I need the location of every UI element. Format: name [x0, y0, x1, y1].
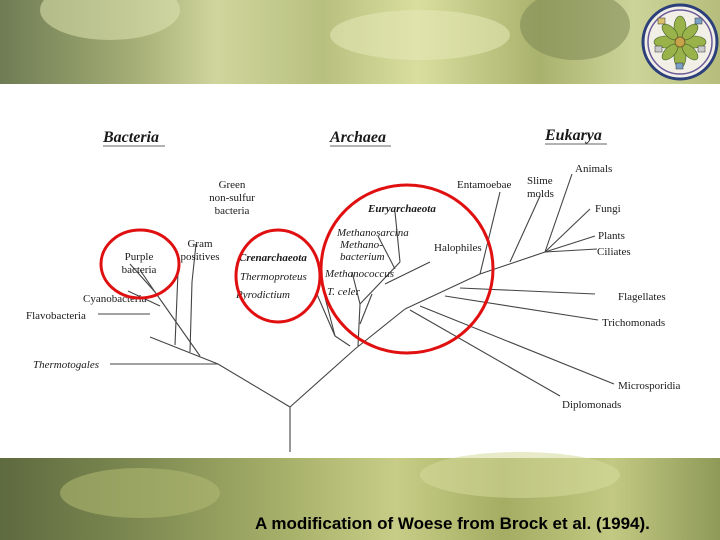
branch-slime-molds: [510, 196, 540, 262]
branch-cluster: [130, 264, 200, 356]
taxon-label-methanococcus: Methanococcus: [324, 268, 394, 280]
taxon-label-ciliates: Ciliates: [597, 246, 631, 258]
taxon-label-green-nonsulfur: bacteria: [215, 205, 250, 217]
blurred-bacterium-shape: [40, 0, 180, 40]
phylogenetic-tree-diagram: Bacteria Archaea Eukarya Green non-sulfu…: [0, 84, 720, 458]
taxon-label-plants: Plants: [598, 230, 625, 242]
taxon-label-purple-bacteria: Purple: [125, 251, 154, 263]
taxon-label-fungi: Fungi: [595, 203, 621, 215]
taxon-label-diplomonads: Diplomonads: [562, 399, 621, 411]
domain-label-eukarya: Eukarya: [544, 127, 602, 144]
taxon-label-green-nonsulfur: non-sulfur: [209, 192, 255, 204]
taxon-label-methanosarcina: Methanosarcina: [336, 227, 409, 239]
bacteria-trunk: [150, 337, 290, 407]
taxon-label-crenarchaeota: Crenarchaeota: [239, 252, 307, 264]
tree-of-life-logo-icon: [640, 2, 720, 82]
taxon-label-flavobacteria: Flavobacteria: [26, 310, 86, 322]
taxon-label-halophiles: Halophiles: [434, 242, 482, 254]
taxon-label-methanobacterium: bacterium: [340, 251, 385, 263]
taxon-label-green-nonsulfur: Green: [219, 179, 246, 191]
branch-flagellates: [460, 288, 595, 294]
archaea-eukarya-trunk: [290, 309, 405, 407]
taxon-label-animals: Animals: [575, 163, 612, 175]
taxon-label-flagellates: Flagellates: [618, 291, 666, 303]
branch-t-celer: [360, 294, 372, 324]
branch-gram-positives: [175, 272, 178, 345]
taxon-label-thermotogales: Thermotogales: [33, 359, 99, 371]
taxon-label-gram-positives: Gram: [187, 238, 212, 250]
blurred-bacterium-shape: [520, 0, 630, 60]
branch-crenarchaeota: [316, 292, 350, 346]
taxon-label-trichomonads: Trichomonads: [602, 317, 665, 329]
taxon-label-purple-bacteria: bacteria: [122, 264, 157, 276]
domain-label-archaea: Archaea: [329, 129, 386, 146]
taxon-label-thermoproteus: Thermoproteus: [240, 271, 307, 283]
blurred-bacterium-shape: [60, 468, 220, 518]
branch-trichomonads: [445, 296, 598, 320]
taxon-label-euryarchaeota: Euryarchaeota: [367, 203, 436, 215]
taxon-label-entamoebae: Entamoebae: [457, 179, 511, 191]
background-banner-top: [0, 0, 720, 84]
taxon-label-gram-positives: positives: [180, 251, 219, 263]
blurred-bacterium-shape: [330, 10, 510, 60]
taxon-label-slime-molds: Slime: [527, 175, 553, 187]
blurred-bacterium-shape: [420, 452, 620, 498]
domain-label-bacteria: Bacteria: [102, 129, 159, 146]
branch-fungi: [545, 209, 590, 252]
figure-caption: A modification of Woese from Brock et al…: [255, 514, 695, 534]
taxon-label-methanobacterium: Methano-: [339, 239, 383, 251]
taxon-label-microsporidia: Microsporidia: [618, 380, 680, 392]
taxon-label-t-celer: T. celer: [327, 286, 361, 298]
tree-branches: [98, 174, 614, 452]
branch-entamoebae: [480, 192, 500, 274]
taxon-label-slime-molds: molds: [527, 188, 554, 200]
